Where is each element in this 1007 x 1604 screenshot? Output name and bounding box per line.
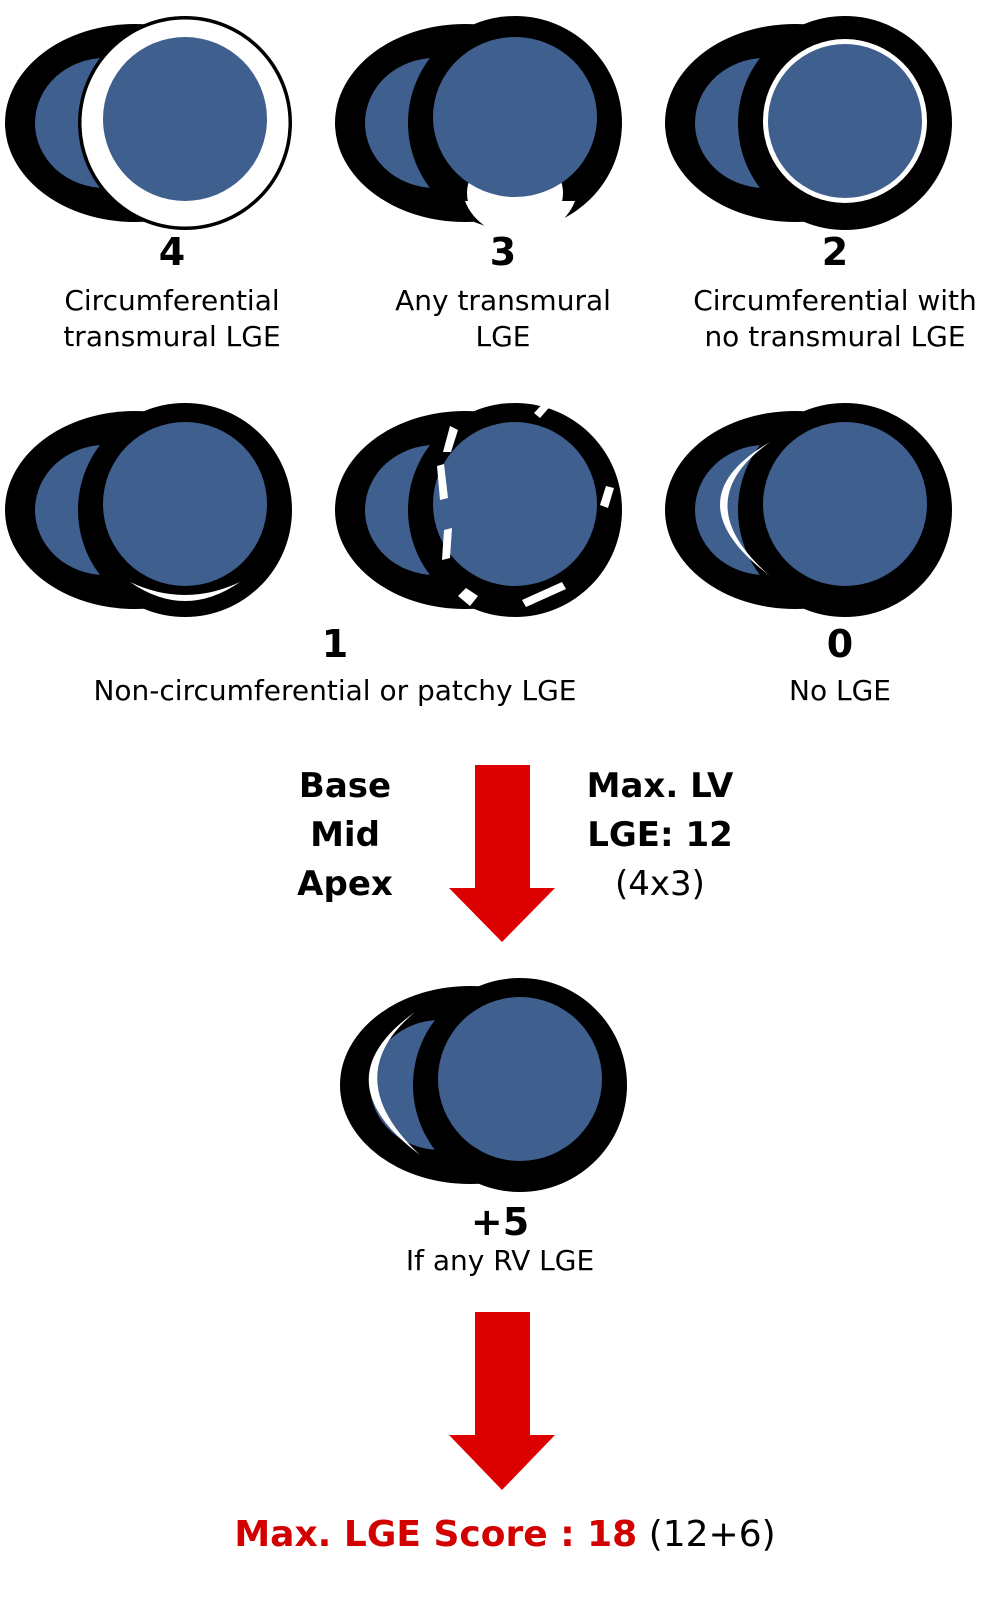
grade-3-caption-line-2: LGE <box>475 319 531 353</box>
level-apex: Apex <box>297 864 393 904</box>
down-arrow-1-icon <box>449 765 555 942</box>
slice-levels: Base Mid Apex <box>265 762 425 909</box>
final-score: Max. LGE Score : 18 (12+6) <box>150 1512 860 1558</box>
max-lv-block: Max. LV LGE: 12 (4x3) <box>560 762 760 909</box>
grade-0-caption: No LGE <box>789 674 891 707</box>
grade-2-caption-line-2: no transmural LGE <box>704 319 966 353</box>
level-mid: Mid <box>310 815 380 855</box>
final-score-formula: (12+6) <box>648 1514 776 1555</box>
grade-2-caption: Circumferential with no transmural LGE <box>675 283 995 355</box>
max-lv-formula: (4x3) <box>615 864 705 904</box>
grade-4-caption-line-1: Circumferential <box>64 284 280 317</box>
grade-3-caption-line-1: Any transmural <box>395 284 611 317</box>
grade-0-score: 0 <box>826 622 854 666</box>
final-score-label: Max. LGE Score : 18 <box>234 1514 638 1555</box>
heart-grade-0-icon <box>665 403 952 617</box>
grade-3-caption: Any transmural LGE <box>353 283 653 355</box>
grade-2-caption-line-1: Circumferential with <box>693 284 977 317</box>
max-lv-line-1: Max. LV <box>586 766 734 806</box>
rv-caption: If any RV LGE <box>405 1244 595 1277</box>
heart-grade-3-icon <box>335 16 622 237</box>
heart-rv-lge-icon <box>340 978 627 1192</box>
level-base: Base <box>298 766 392 806</box>
grade-2-score: 2 <box>821 230 849 274</box>
heart-grade-4-icon <box>5 16 292 230</box>
heart-grade-1-patchy-icon <box>335 398 622 617</box>
heart-grade-2-icon <box>665 16 952 230</box>
grade-3-score: 3 <box>489 230 517 274</box>
heart-grade-1-subendocardial-icon <box>5 403 292 617</box>
grade-1-score: 1 <box>321 622 349 666</box>
grade-1-caption: Non-circumferential or patchy LGE <box>93 674 577 707</box>
rv-bonus-score: +5 <box>470 1200 530 1244</box>
grade-4-caption: Circumferential transmural LGE <box>22 283 322 355</box>
grade-4-score: 4 <box>158 230 186 274</box>
grade-4-caption-line-2: transmural LGE <box>63 319 281 353</box>
max-lv-line-2: LGE: 12 <box>587 815 733 855</box>
down-arrow-2-icon <box>449 1312 555 1490</box>
